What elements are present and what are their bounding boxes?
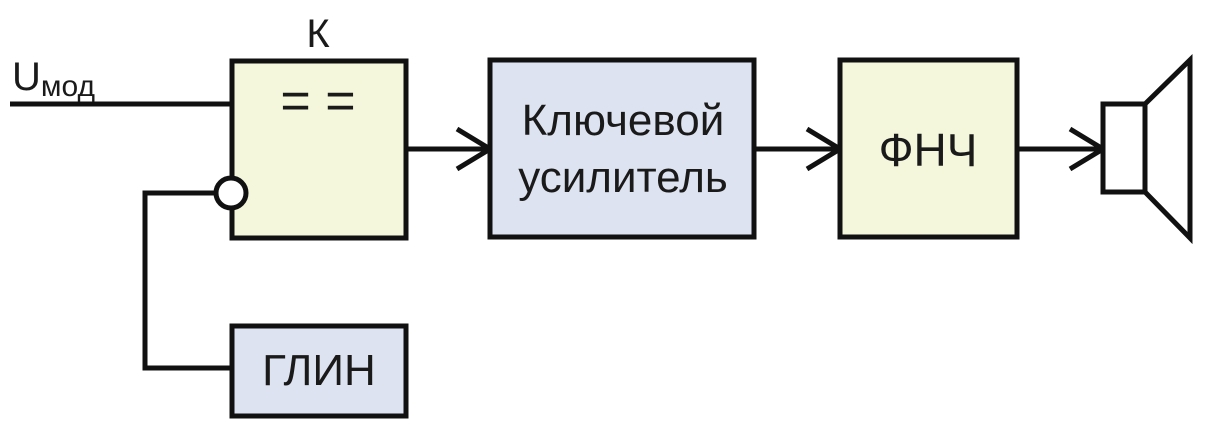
generator-block	[229, 323, 409, 419]
input-label: Uмод	[12, 55, 95, 103]
key-amplifier-block	[487, 57, 757, 240]
generator-label: ГЛИН	[262, 346, 376, 395]
comparator-symbol: = =	[280, 72, 355, 130]
key-amplifier-label-line1: Ключевой	[522, 96, 725, 145]
key-amplifier-label-line2: усилитель	[518, 153, 728, 202]
comparator-label: К	[306, 12, 330, 56]
inverting-input-circle	[213, 175, 249, 211]
input-label-subscript: мод	[41, 70, 95, 103]
speaker-icon	[1100, 54, 1193, 245]
input-label-main: U	[12, 55, 41, 99]
lpf-label: ФНЧ	[879, 124, 978, 176]
